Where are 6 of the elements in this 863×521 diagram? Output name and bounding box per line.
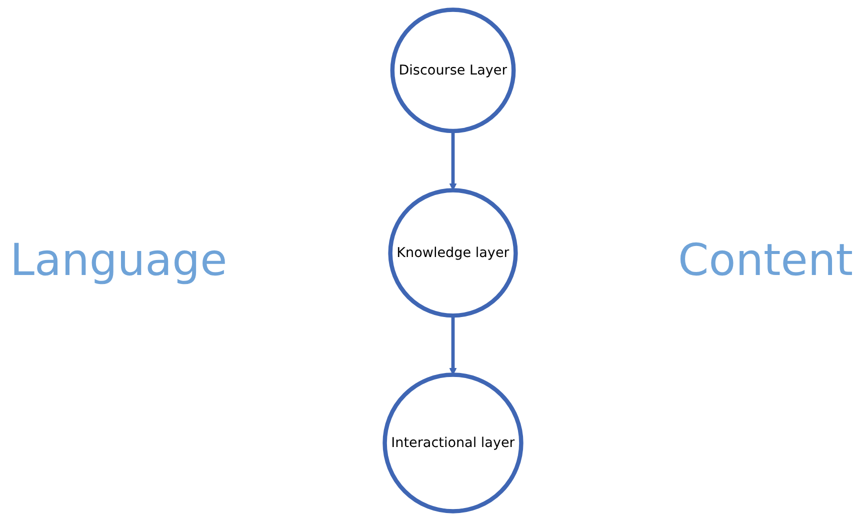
- node-circle: Interactional layer: [382, 372, 523, 514]
- node-circle: Knowledge layer: [388, 188, 518, 318]
- big-word-label: Content: [677, 235, 854, 286]
- arrow: [448, 316, 456, 376]
- big-word-label: Language: [9, 235, 228, 286]
- node-circle: Discourse Layer: [390, 8, 516, 134]
